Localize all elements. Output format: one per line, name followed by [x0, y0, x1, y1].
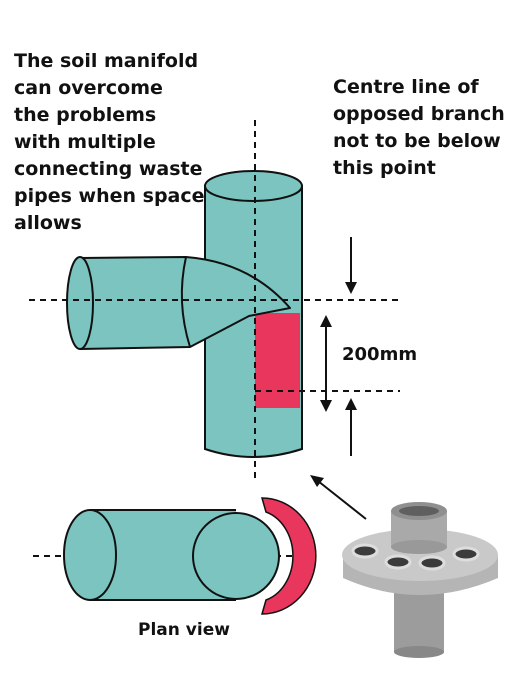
manifold-boss-3 [418, 555, 446, 571]
manifold-boss-1 [351, 543, 379, 559]
caption-line: connecting waste [14, 158, 203, 180]
manifold-top-face [342, 529, 498, 581]
pointer-arrow [310, 475, 367, 520]
soil-manifold-photo [342, 502, 498, 658]
branch-zone-highlight [255, 313, 300, 408]
arrow-down-icon [320, 400, 332, 412]
plan-view-label: Plan view [138, 620, 230, 640]
plan-red-arc [261, 497, 317, 615]
branch-body [79, 256, 291, 350]
manifold-boss-2 [384, 554, 412, 570]
caption-line: Centre line of [333, 76, 479, 98]
arrow-down-icon [345, 282, 357, 294]
caption-line: this point [333, 157, 436, 179]
caption-line: allows [14, 212, 82, 234]
caption-line: not to be below [333, 130, 501, 152]
arrow-up-icon [345, 398, 357, 410]
plan-view-drawing [63, 497, 317, 615]
manifold-boss-4 [452, 546, 480, 562]
centre-line-caption: Centre line of opposed branch not to be … [333, 74, 513, 182]
branch-joint-line [180, 256, 191, 348]
soil-manifold-caption: The soil manifold can overcome the probl… [14, 48, 214, 237]
caption-line: the problems [14, 104, 157, 126]
plan-main-pipe-circle [192, 512, 280, 600]
caption-line: opposed branch [333, 103, 505, 125]
branch-end [66, 256, 94, 350]
caption-line: The soil manifold [14, 50, 199, 72]
plan-pipe-left-end [63, 509, 117, 601]
dimension-label: 200mm [342, 344, 418, 365]
pointer-arrow-icon [310, 475, 324, 487]
caption-line: can overcome [14, 77, 163, 99]
dimension-arrows [320, 237, 357, 456]
manifold-lower-spigot [394, 590, 444, 652]
caption-line: with multiple [14, 131, 156, 153]
main-pipe-top [204, 170, 303, 202]
side-branch-pipe [66, 256, 291, 350]
arrow-up-icon [320, 315, 332, 327]
caption-line: pipes when space [14, 185, 205, 207]
